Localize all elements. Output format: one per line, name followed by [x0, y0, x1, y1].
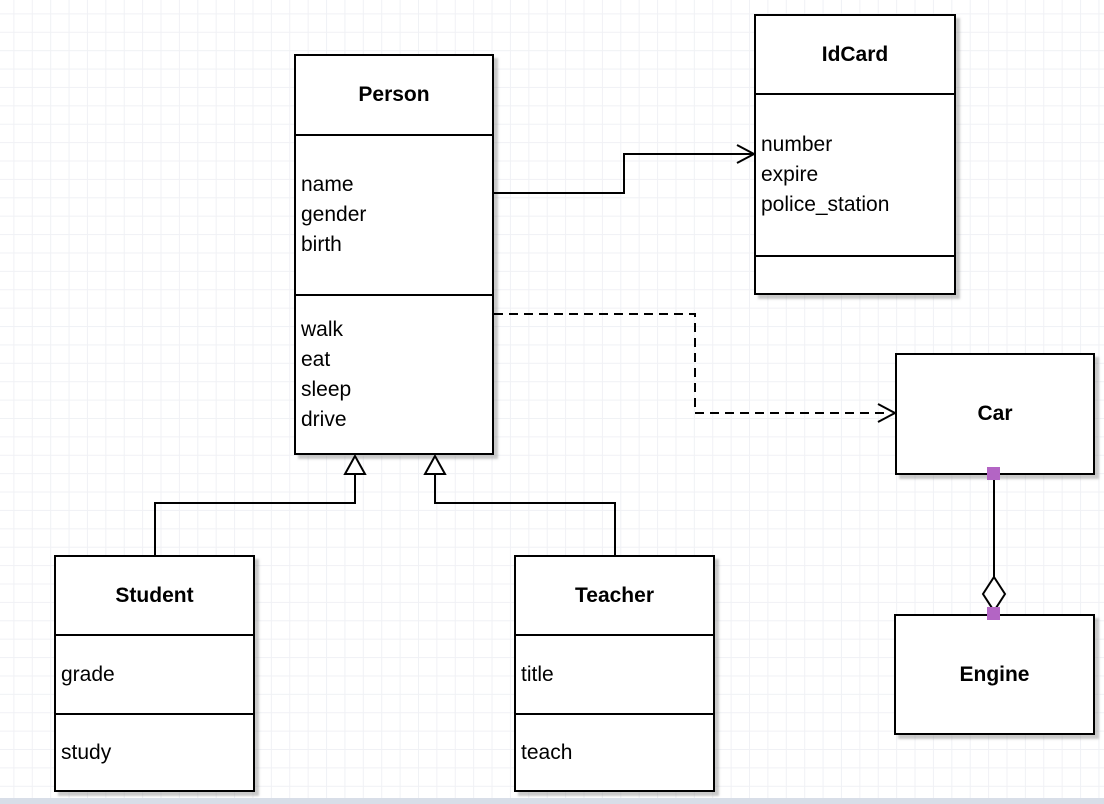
class-attributes-idcard: number expire police_station: [756, 95, 954, 257]
attribute-item: gender: [301, 203, 367, 226]
canvas-bottom-edge: [0, 798, 1104, 804]
method-item: study: [61, 740, 112, 764]
hollow-diamond-icon: [981, 575, 1007, 613]
method-item: walk: [301, 317, 344, 341]
class-methods-student: study: [56, 715, 253, 790]
attribute-item: birth: [301, 233, 342, 256]
class-attributes-person: name gender birth: [296, 136, 492, 296]
method-item: eat: [301, 347, 331, 371]
class-title-car: Car: [977, 402, 1013, 425]
edge-generalization-teacher-person[interactable]: [423, 453, 616, 555]
class-box-student[interactable]: Student grade study: [54, 555, 255, 792]
class-box-person[interactable]: Person name gender birth walk eat sleep …: [294, 54, 494, 455]
class-box-idcard[interactable]: IdCard number expire police_station: [754, 14, 956, 295]
attribute-item: number: [761, 133, 833, 156]
attribute-item: police_station: [761, 193, 890, 216]
class-title-engine: Engine: [959, 662, 1030, 686]
class-box-car[interactable]: Car: [895, 353, 1095, 475]
class-attributes-student: grade: [56, 636, 253, 715]
class-title-person: Person: [296, 56, 492, 136]
class-attributes-teacher: title: [516, 636, 713, 715]
edge-association-person-idcard[interactable]: [494, 144, 757, 194]
class-methods-teacher: teach: [516, 715, 713, 790]
edge-dependency-person-car[interactable]: [494, 313, 898, 423]
class-box-engine[interactable]: Engine: [894, 614, 1095, 735]
class-title-student: Student: [56, 557, 253, 636]
attribute-item: expire: [761, 163, 819, 186]
hollow-triangle-icon: [343, 453, 367, 475]
attribute-item: grade: [61, 662, 115, 686]
class-methods-idcard: [756, 257, 954, 293]
edge-aggregation-car-engine[interactable]: [981, 467, 1007, 620]
method-item: drive: [301, 407, 347, 431]
open-arrowhead-icon: [877, 403, 898, 423]
class-title-teacher: Teacher: [516, 557, 713, 636]
attribute-item: title: [521, 662, 554, 686]
class-methods-person: walk eat sleep drive: [296, 296, 492, 453]
hollow-triangle-icon: [423, 453, 447, 475]
class-box-teacher[interactable]: Teacher title teach: [514, 555, 715, 792]
attribute-item: name: [301, 173, 354, 196]
class-title-idcard: IdCard: [756, 16, 954, 95]
method-item: teach: [521, 740, 573, 764]
edge-generalization-student-person[interactable]: [154, 453, 367, 555]
method-item: sleep: [301, 377, 352, 401]
open-arrowhead-icon: [736, 144, 757, 164]
